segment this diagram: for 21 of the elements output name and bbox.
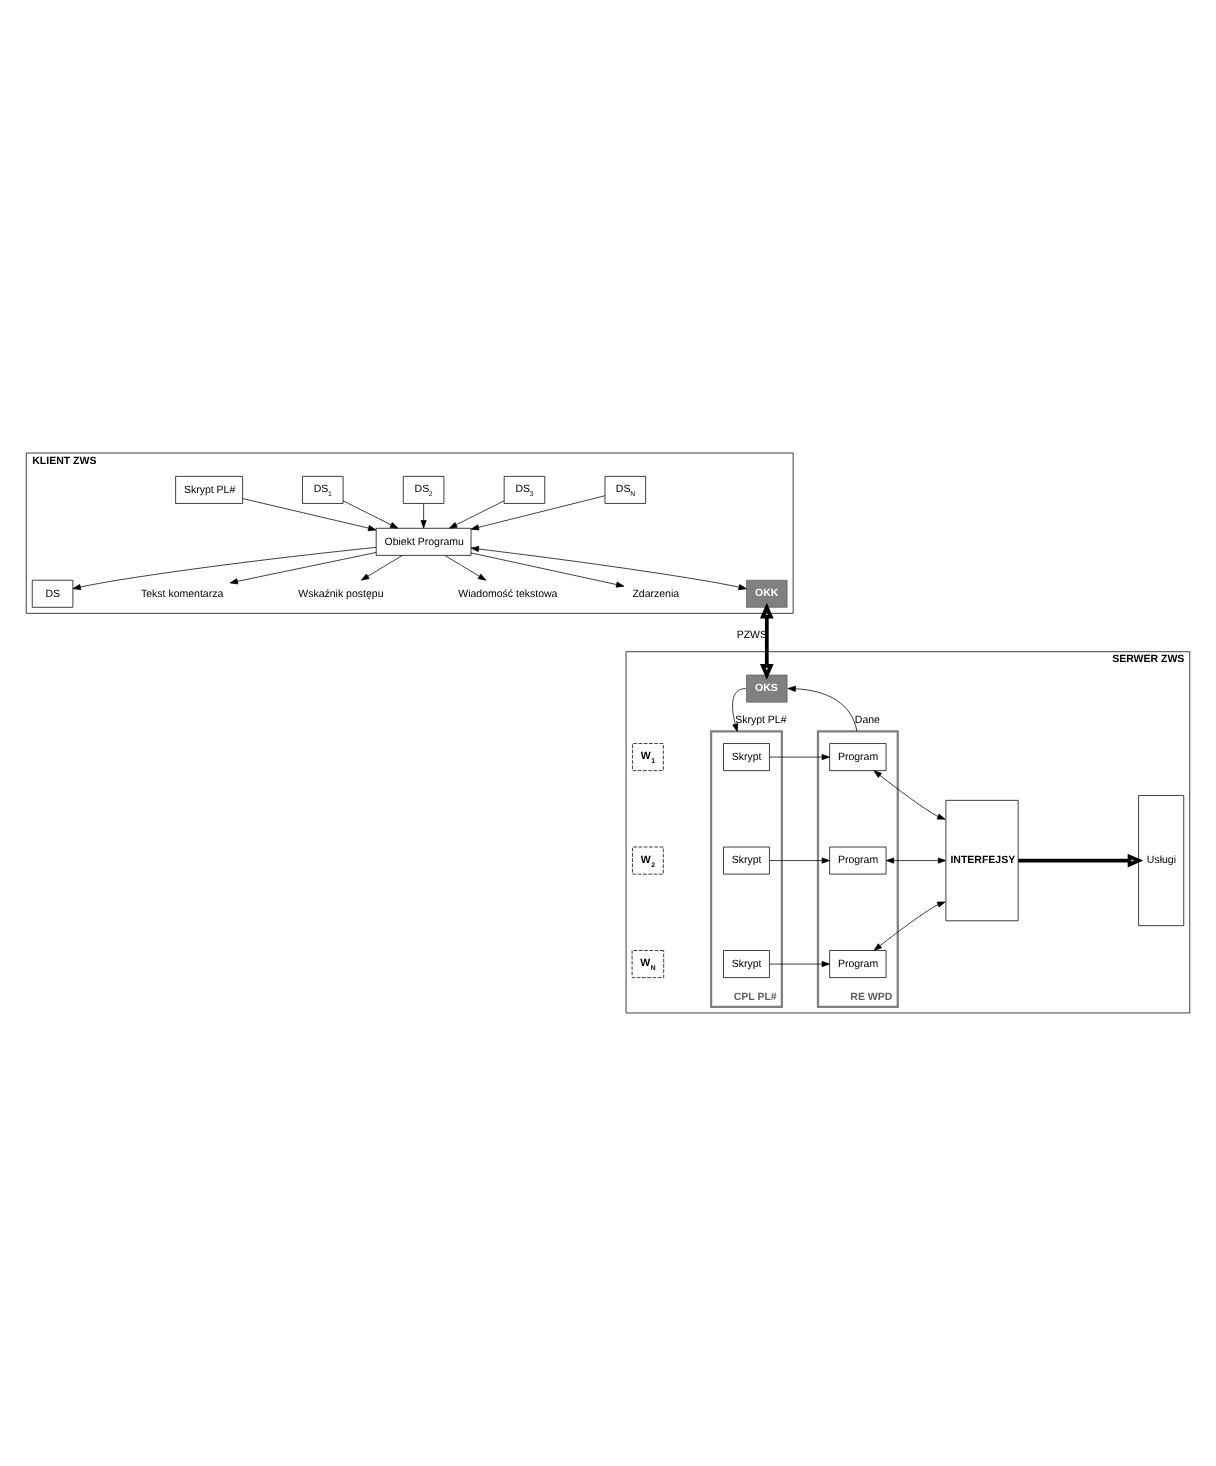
arrow bbox=[420, 503, 427, 529]
arrow bbox=[342, 500, 399, 529]
arrow bbox=[1018, 853, 1144, 868]
arrow bbox=[470, 546, 747, 591]
arrow bbox=[242, 498, 377, 532]
arrow bbox=[72, 547, 377, 591]
arrow bbox=[873, 901, 946, 951]
arrow bbox=[449, 500, 505, 529]
arrow bbox=[360, 555, 403, 581]
arrow bbox=[787, 685, 858, 732]
arrow bbox=[769, 754, 830, 761]
arrow bbox=[769, 961, 830, 968]
arrow bbox=[873, 770, 946, 820]
arrow bbox=[759, 602, 774, 680]
arrow bbox=[769, 857, 830, 864]
arrow bbox=[732, 688, 747, 732]
arrow bbox=[229, 552, 377, 585]
arrow bbox=[470, 495, 606, 531]
arrow bbox=[470, 552, 625, 588]
arrow bbox=[885, 857, 947, 864]
arrow bbox=[444, 555, 487, 581]
